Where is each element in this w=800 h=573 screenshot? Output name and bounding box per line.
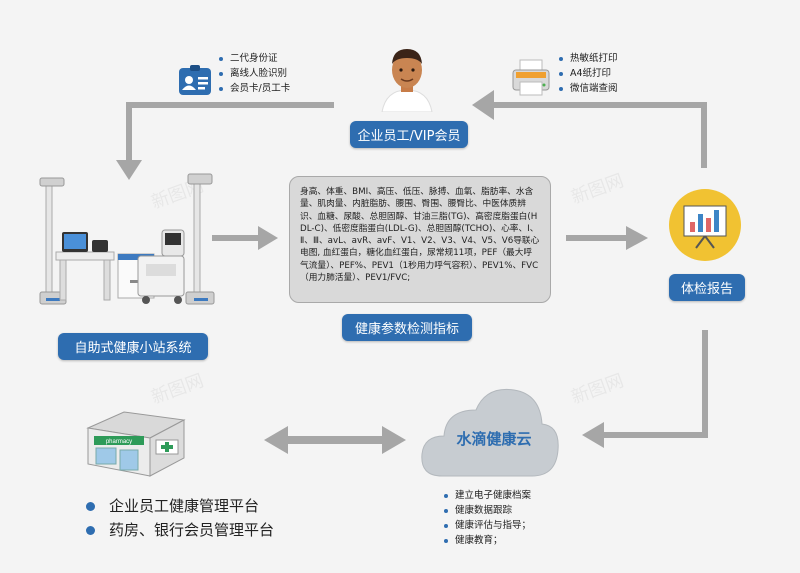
kiosk-label: 自助式健康小站系统 <box>58 333 208 360</box>
member-avatar <box>378 46 436 116</box>
list-item: 企业员工健康管理平台 <box>86 494 274 518</box>
arrow-head <box>472 90 494 120</box>
list-item: 健康教育； <box>444 533 531 548</box>
cloud-icon <box>420 380 560 484</box>
params-label: 健康参数检测指标 <box>342 314 472 341</box>
arrow-head <box>116 160 142 180</box>
printer-feature-list: 热敏纸打印 A4纸打印 微信端查阅 <box>559 51 618 96</box>
pharmacy-sign: pharmacy <box>106 439 132 445</box>
id-card-feature-list: 二代身份证 离线人脸识别 会员卡/员工卡 <box>219 51 290 96</box>
arrow-line <box>126 102 334 108</box>
arrow-head <box>582 422 604 448</box>
list-item: 健康数据跟踪 <box>444 503 531 518</box>
list-item: 热敏纸打印 <box>559 51 618 66</box>
list-item: 二代身份证 <box>219 51 290 66</box>
id-card-icon <box>178 64 212 100</box>
report-label: 体检报告 <box>669 274 745 301</box>
list-item: 建立电子健康档案 <box>444 488 531 503</box>
arrow-line <box>490 102 707 108</box>
pharmacy-building-icon: pharmacy <box>84 398 188 482</box>
cloud-label: 水滴健康云 <box>456 430 532 448</box>
printer-icon <box>510 58 552 102</box>
arrow-line <box>701 102 707 168</box>
platform-list: 企业员工健康管理平台 药房、银行会员管理平台 <box>86 494 274 542</box>
arrow-head <box>626 226 648 250</box>
list-item: 药房、银行会员管理平台 <box>86 518 274 542</box>
list-item: 会员卡/员工卡 <box>219 81 290 96</box>
health-parameters-box: 身高、体重、BMI、高压、低压、脉搏、血氧、脂肪率、水含量、肌肉量、内脏脂肪、腰… <box>289 176 551 303</box>
arrow-line <box>126 102 132 164</box>
list-item: 微信端查阅 <box>559 81 618 96</box>
arrow-line <box>702 330 708 438</box>
health-kiosk-illustration <box>34 170 220 314</box>
report-chart-icon <box>668 188 742 266</box>
list-item: 离线人脸识别 <box>219 66 290 81</box>
arrow-line <box>566 235 630 241</box>
cloud-feature-list: 建立电子健康档案 健康数据跟踪 健康评估与指导； 健康教育； <box>444 488 531 548</box>
arrow-head <box>264 426 288 454</box>
list-item: 健康评估与指导； <box>444 518 531 533</box>
arrow-line <box>600 432 708 438</box>
member-label: 企业员工/VIP会员 <box>350 121 468 148</box>
arrow-line <box>212 235 262 241</box>
arrow-head <box>382 426 406 454</box>
list-item: A4纸打印 <box>559 66 618 81</box>
arrow-line <box>286 436 384 444</box>
arrow-head <box>258 226 278 250</box>
